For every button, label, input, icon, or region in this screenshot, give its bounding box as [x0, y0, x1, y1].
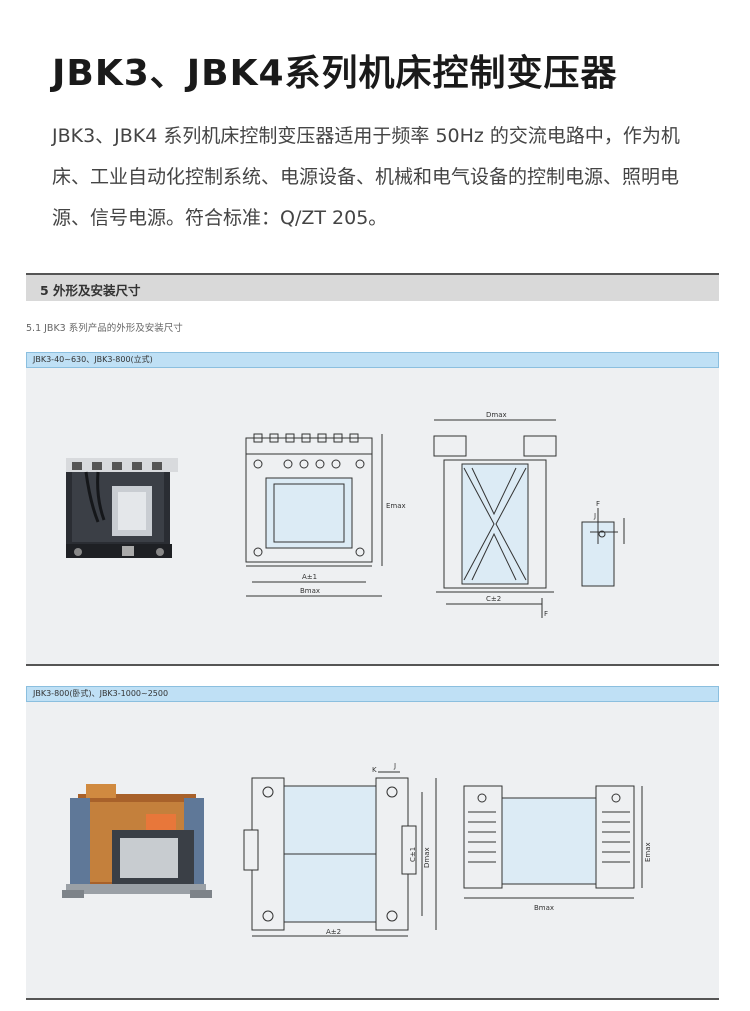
dim-j: J	[393, 762, 396, 770]
section-header: 5 外形及安装尺寸	[26, 273, 719, 301]
side-view-drawing	[463, 785, 643, 899]
dim-f-top: F	[596, 500, 600, 508]
transformer-photo-vertical	[66, 458, 178, 558]
section-heading: 5 外形及安装尺寸	[40, 283, 141, 298]
panel-2-drawings: A±2 C±1 Dmax K J Bmax Emax	[62, 762, 652, 937]
dim-c: C±1	[409, 847, 417, 862]
dim-bmax: Bmax	[534, 904, 554, 912]
dim-a: A±2	[326, 928, 341, 936]
page-title: JBK3、JBK4系列机床控制变压器	[52, 53, 618, 94]
panel-header: JBK3-40~630、JBK3-800(立式)	[26, 352, 719, 368]
dim-emax: Emax	[644, 842, 652, 862]
front-view-drawing	[245, 433, 383, 597]
dim-dmax: Dmax	[486, 411, 507, 419]
section-subheading: 5.1 JBK3 系列产品的外形及安装尺寸	[26, 323, 183, 334]
panel-1-drawings: A±1 Bmax Emax Dmax C±2 F F J	[66, 411, 625, 618]
dim-emax: Emax	[386, 502, 406, 510]
panel-label: JBK3-800(卧式)、JBK3-1000~2500	[33, 689, 169, 698]
mounting-detail-drawing	[581, 508, 625, 587]
panel-vertical-type: JBK3-40~630、JBK3-800(立式)	[26, 352, 719, 666]
intro-paragraph: JBK3、JBK4 系列机床控制变压器适用于频率 50Hz 的交流电路中，作为机…	[52, 125, 680, 229]
dim-dmax: Dmax	[423, 847, 431, 868]
dim-j: J	[593, 512, 596, 520]
panel-horizontal-type: JBK3-800(卧式)、JBK3-1000~2500	[26, 686, 719, 1000]
dim-a: A±1	[302, 573, 317, 581]
transformer-photo-horizontal	[62, 784, 212, 898]
side-view-drawing	[433, 419, 557, 618]
dim-f-bottom: F	[544, 610, 548, 618]
dim-c: C±2	[486, 595, 501, 603]
dim-k: K	[372, 766, 377, 774]
dim-bmax: Bmax	[300, 587, 320, 595]
panel-header: JBK3-800(卧式)、JBK3-1000~2500	[26, 686, 719, 702]
front-view-drawing	[243, 771, 437, 937]
panel-label: JBK3-40~630、JBK3-800(立式)	[33, 355, 153, 364]
